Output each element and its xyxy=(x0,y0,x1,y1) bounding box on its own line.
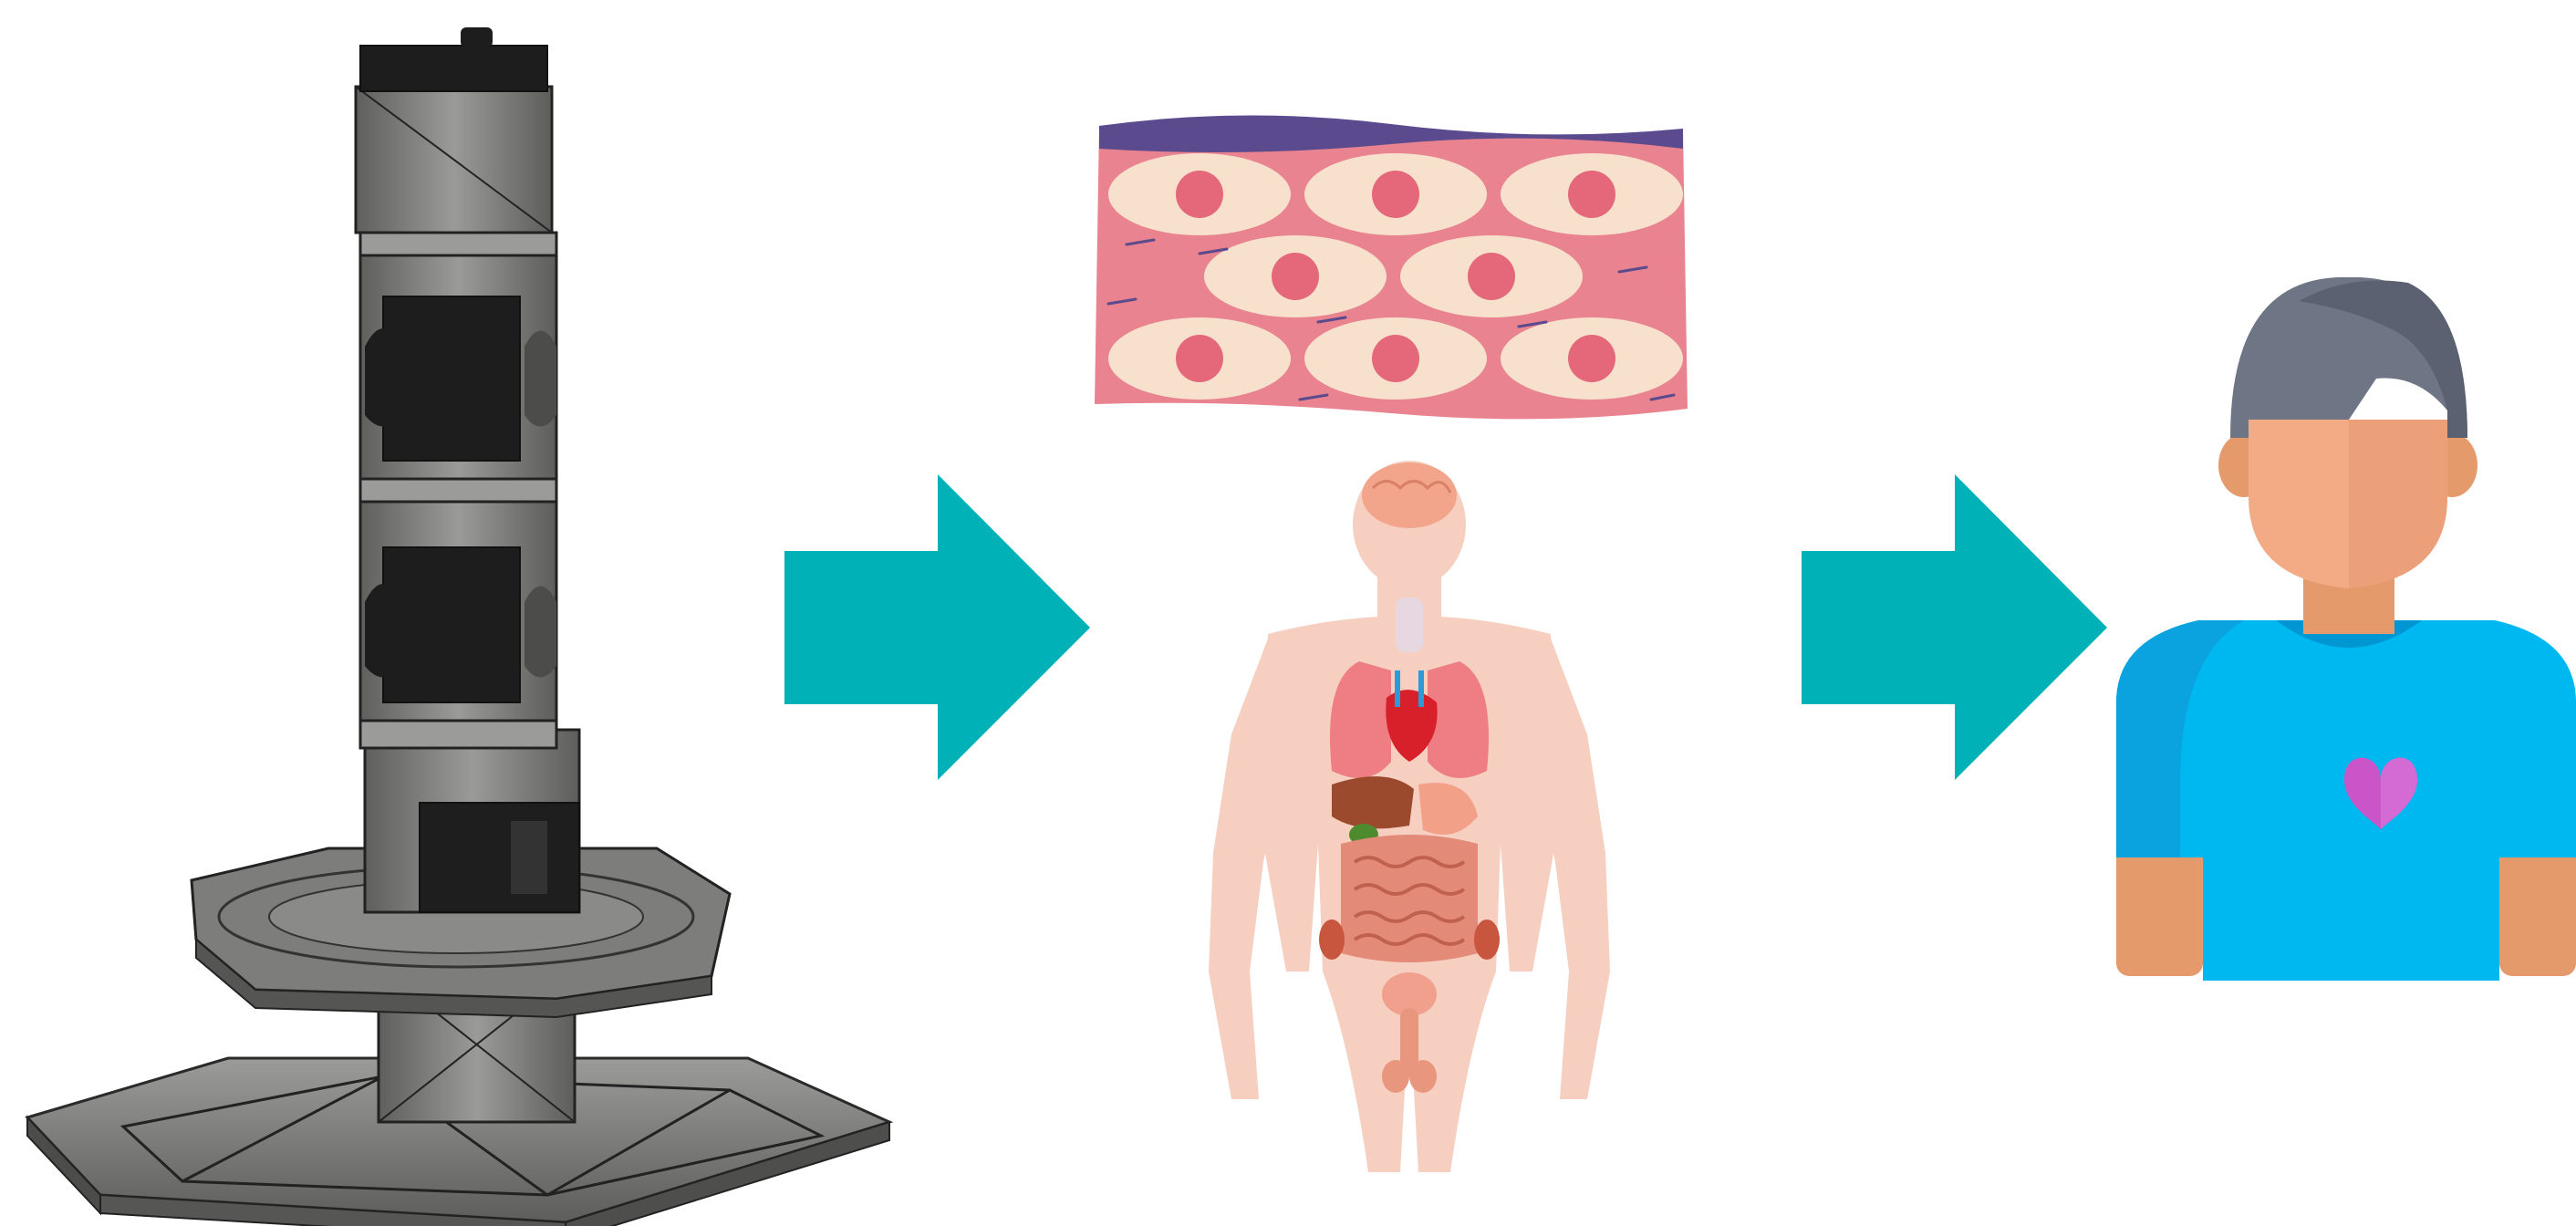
arrow-right-icon xyxy=(1802,474,2107,780)
robot-arm-illustration xyxy=(0,18,912,1226)
arrow-right-icon xyxy=(784,474,1090,780)
anatomy-body-icon xyxy=(1195,461,1624,1177)
anatomy-illustration xyxy=(1195,461,1624,1177)
person-illustration xyxy=(2116,274,2576,981)
tissue-illustration xyxy=(1090,99,1692,441)
person-icon xyxy=(2116,274,2576,981)
tissue-icon xyxy=(1090,99,1692,441)
arrow-right-1 xyxy=(784,474,1090,780)
arrow-right-2 xyxy=(1802,474,2107,780)
robot-arm-icon xyxy=(0,18,912,1226)
